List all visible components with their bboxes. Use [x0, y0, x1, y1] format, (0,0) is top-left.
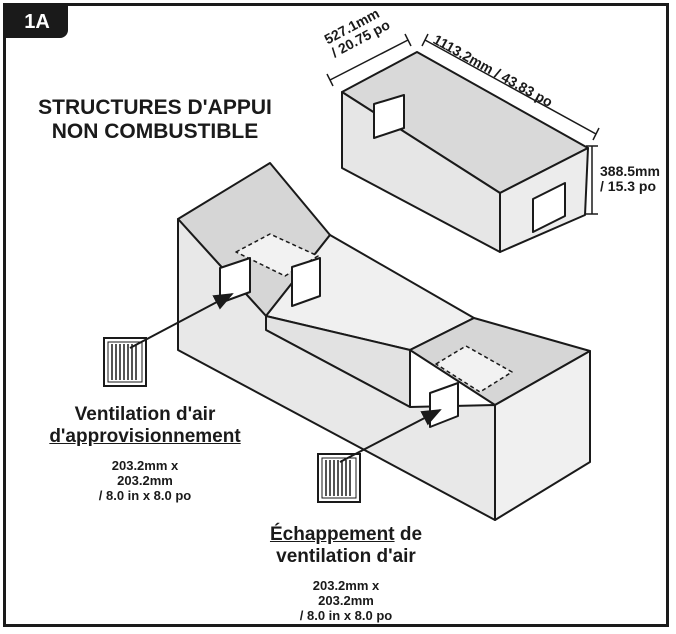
exhaust-size-line-3: / 8.0 in x 8.0 po: [299, 608, 393, 623]
height-dim-line-2: / 15.3 po: [600, 178, 657, 194]
inner-opening: [291, 257, 321, 307]
supply-grille-icon: [103, 337, 147, 387]
exhaust-vent-caption: Échappement de ventilation d'air 203.2mm…: [246, 524, 446, 623]
exhaust-size-line-2: 203.2mm: [318, 593, 374, 608]
standalone-enclosure-box: [341, 51, 589, 253]
supply-title-line-2: d'approvisionnement: [49, 426, 241, 447]
supply-title-line-1: Ventilation d'air: [74, 404, 216, 425]
exhaust-size-line-1: 203.2mm x: [312, 578, 380, 593]
supply-vent-caption: Ventilation d'air d'approvisionnement 20…: [40, 404, 250, 503]
figure-frame: [3, 3, 669, 627]
supply-size-line-1: 203.2mm x: [111, 458, 179, 473]
exhaust-title-rest: de: [394, 524, 423, 545]
height-dim-line-1: 388.5mm: [600, 163, 660, 179]
box-side-opening: [373, 94, 405, 139]
supply-vent-size: 203.2mm x 203.2mm / 8.0 in x 8.0 po: [40, 458, 250, 503]
exhaust-vent-title: Échappement de ventilation d'air: [246, 524, 446, 568]
height-dimension-label: 388.5mm / 15.3 po: [600, 164, 660, 194]
supply-arrow: [129, 293, 234, 349]
supply-size-line-2: 203.2mm: [117, 473, 173, 488]
diagram-heading: STRUCTURES D'APPUI NON COMBUSTIBLE: [30, 96, 280, 144]
exhaust-title-underlined: Échappement: [269, 524, 395, 545]
support-structure: [177, 162, 591, 521]
structure-right-face: [494, 350, 591, 521]
supply-opening: [219, 257, 251, 304]
exhaust-title-line-2: ventilation d'air: [276, 546, 416, 567]
supply-size-line-3: / 8.0 in x 8.0 po: [98, 488, 192, 503]
box-front-opening: [532, 182, 566, 233]
exhaust-arrow: [339, 409, 442, 463]
hidden-outline-right: [435, 345, 513, 393]
exhaust-grille-icon: [317, 453, 361, 503]
heading-line-2: NON COMBUSTIBLE: [51, 120, 259, 143]
heading-line-1: STRUCTURES D'APPUI: [38, 96, 272, 119]
supply-vent-title: Ventilation d'air d'approvisionnement: [40, 404, 250, 448]
exhaust-title-line-1: Échappement de: [246, 524, 446, 546]
exhaust-vent-size: 203.2mm x 203.2mm / 8.0 in x 8.0 po: [246, 578, 446, 623]
dimension-lines: [326, 33, 600, 215]
figure-badge: 1A: [6, 6, 68, 38]
